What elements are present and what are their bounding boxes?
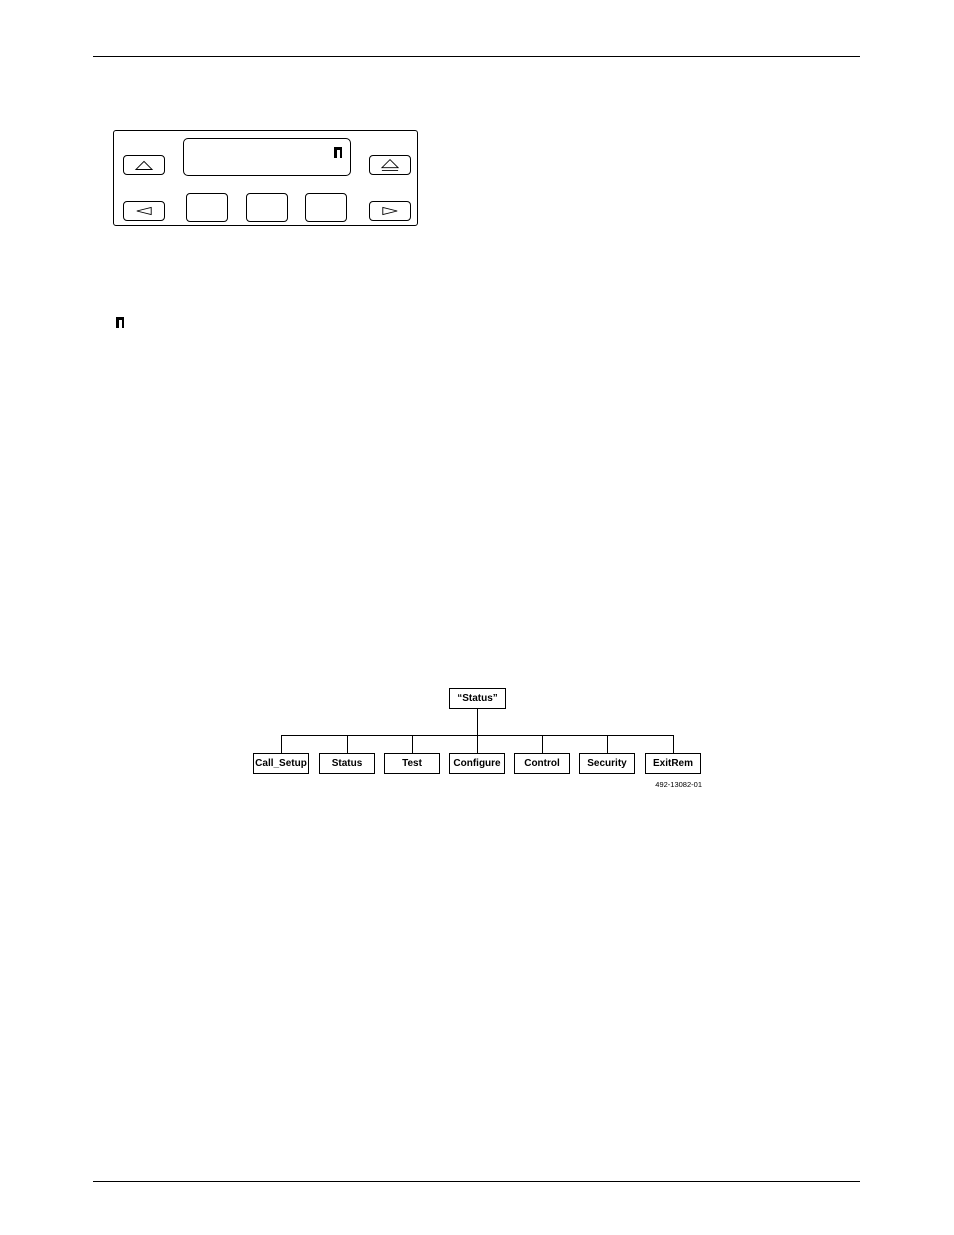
top-arrow-button[interactable] <box>369 155 411 175</box>
cursor-block-icon <box>334 147 342 158</box>
footer-rule <box>93 1181 860 1182</box>
root-node: “Status” <box>449 688 506 709</box>
connector <box>542 735 543 753</box>
child-node: Control <box>514 753 570 774</box>
child-node: Test <box>384 753 440 774</box>
child-node: Status <box>319 753 375 774</box>
child-node: Call_Setup <box>253 753 309 774</box>
child-node: Security <box>579 753 635 774</box>
lcd-display <box>183 138 351 176</box>
connector <box>477 735 478 753</box>
function-key-3[interactable] <box>305 193 347 222</box>
front-panel <box>113 130 418 226</box>
connector <box>673 735 674 753</box>
right-arrow-icon <box>382 206 398 216</box>
top-double-arrow-icon <box>380 158 400 171</box>
connector <box>347 735 348 753</box>
connector <box>281 735 282 753</box>
connector <box>477 709 478 735</box>
function-key-2[interactable] <box>246 193 288 222</box>
up-arrow-button[interactable] <box>123 155 165 175</box>
connector <box>607 735 608 753</box>
left-arrow-icon <box>136 206 152 216</box>
cursor-block-icon <box>116 317 124 328</box>
figure-id: 492-13082-01 <box>655 780 702 789</box>
function-key-1[interactable] <box>186 193 228 222</box>
child-node: ExitRem <box>645 753 701 774</box>
child-node: Configure <box>449 753 505 774</box>
up-arrow-icon <box>134 160 154 170</box>
connector <box>412 735 413 753</box>
header-rule <box>93 56 860 57</box>
left-arrow-button[interactable] <box>123 201 165 221</box>
right-arrow-button[interactable] <box>369 201 411 221</box>
